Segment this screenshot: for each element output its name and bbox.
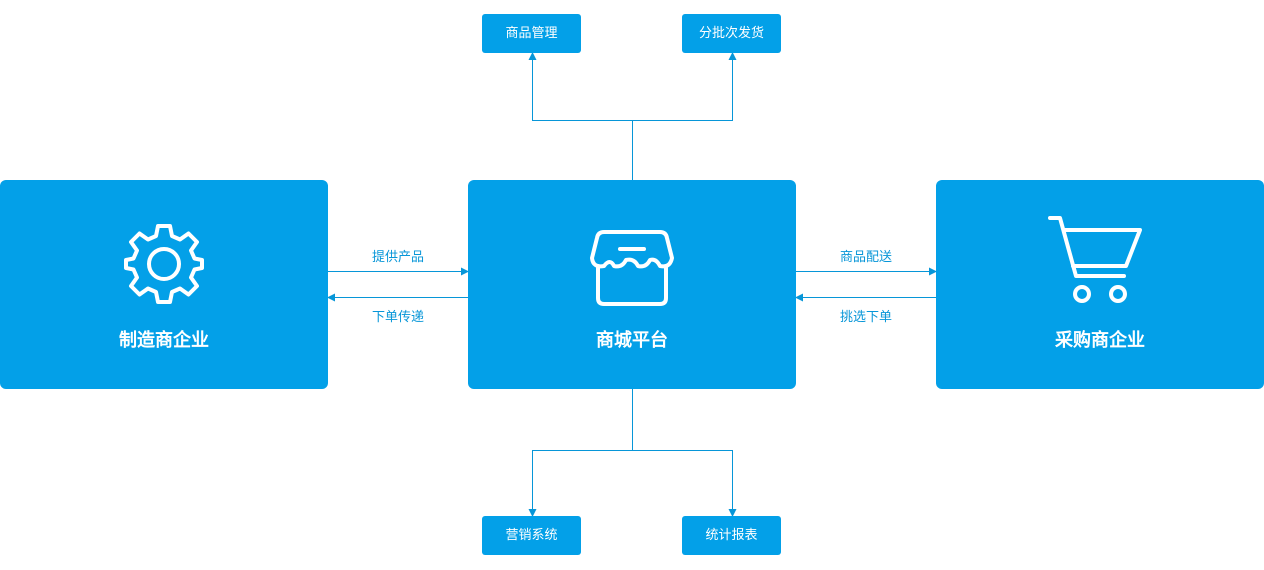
arrow-to-product-management xyxy=(528,52,633,180)
arrow-to-marketing xyxy=(528,389,633,517)
node-manufacturer[interactable]: 制造商企业 xyxy=(0,180,328,389)
manufacturer-title: 制造商企业 xyxy=(119,330,209,351)
module-product-management[interactable]: 商品管理 xyxy=(482,14,581,53)
node-platform[interactable]: 商城平台 xyxy=(468,180,796,389)
arrow-to-reports xyxy=(632,450,737,517)
buyer-title: 采购商企业 xyxy=(1055,330,1145,351)
platform-title: 商城平台 xyxy=(596,330,668,351)
store-icon xyxy=(590,230,674,306)
node-buyer[interactable]: 采购商企业 xyxy=(936,180,1264,389)
arrow-to-batch-shipping xyxy=(632,52,737,121)
label-product-shipping: 商品配送 xyxy=(839,250,892,265)
label-provide-products: 提供产品 xyxy=(371,250,424,265)
module-reports[interactable]: 统计报表 xyxy=(682,516,781,555)
module-marketing[interactable]: 营销系统 xyxy=(482,516,581,555)
shopping-cart-icon xyxy=(1048,216,1142,303)
gear-icon xyxy=(124,224,204,304)
label-select-order: 挑选下单 xyxy=(839,310,892,325)
module-batch-shipping[interactable]: 分批次发货 xyxy=(682,14,781,53)
label-order-delivery: 下单传递 xyxy=(371,310,424,325)
